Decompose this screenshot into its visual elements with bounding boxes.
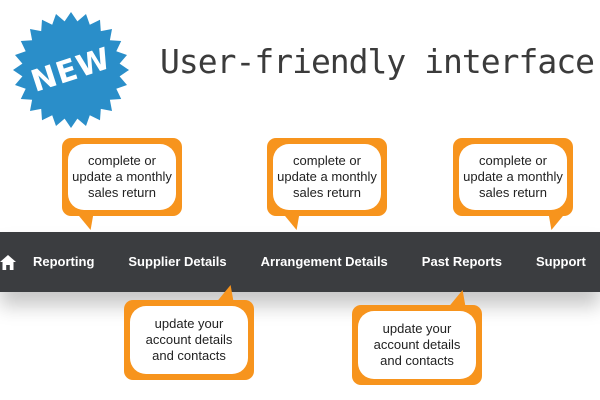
callout-line: update a monthly — [277, 169, 377, 184]
callout-line: update your — [154, 316, 224, 331]
new-badge: NEW — [6, 10, 136, 130]
callout-line: update a monthly — [72, 169, 172, 184]
nav-item-past-reports[interactable]: Past Reports — [421, 254, 502, 269]
callout-line: complete or — [88, 153, 156, 168]
callout-line: sales return — [293, 185, 361, 200]
home-icon — [0, 254, 16, 270]
callout-past-reports: update your account details and contacts — [352, 305, 482, 385]
callout-reporting: complete or update a monthly sales retur… — [62, 138, 182, 216]
callout-line: account details — [145, 332, 233, 347]
callout-line: account details — [373, 337, 461, 352]
nav-item-support[interactable]: Support — [536, 254, 586, 269]
main-nav: Reporting Supplier Details Arrangement D… — [0, 232, 600, 292]
nav-item-reporting[interactable]: Reporting — [33, 254, 95, 269]
callout-line: complete or — [293, 153, 361, 168]
callout-pointer — [77, 214, 99, 230]
callout-pointer — [217, 285, 239, 301]
nav-item-supplier-details[interactable]: Supplier Details — [128, 254, 227, 269]
home-button[interactable] — [0, 232, 16, 292]
callout-line: sales return — [479, 185, 547, 200]
callout-line: sales return — [88, 185, 156, 200]
callout-support: complete or update a monthly sales retur… — [453, 138, 573, 216]
callout-pointer — [543, 214, 565, 230]
callout-line: update your — [382, 321, 452, 336]
badge-starburst — [13, 12, 129, 128]
nav-item-arrangement-details[interactable]: Arrangement Details — [260, 254, 388, 269]
callout-line: and contacts — [380, 353, 454, 368]
callout-supplier: update your account details and contacts — [124, 300, 254, 380]
callout-arrangement: complete or update a monthly sales retur… — [267, 138, 387, 216]
callout-line: update a monthly — [463, 169, 563, 184]
callout-pointer — [449, 290, 471, 306]
callout-line: complete or — [479, 153, 547, 168]
callout-pointer — [283, 214, 305, 230]
page-title: User-friendly interface — [160, 42, 595, 81]
callout-line: and contacts — [152, 348, 226, 363]
